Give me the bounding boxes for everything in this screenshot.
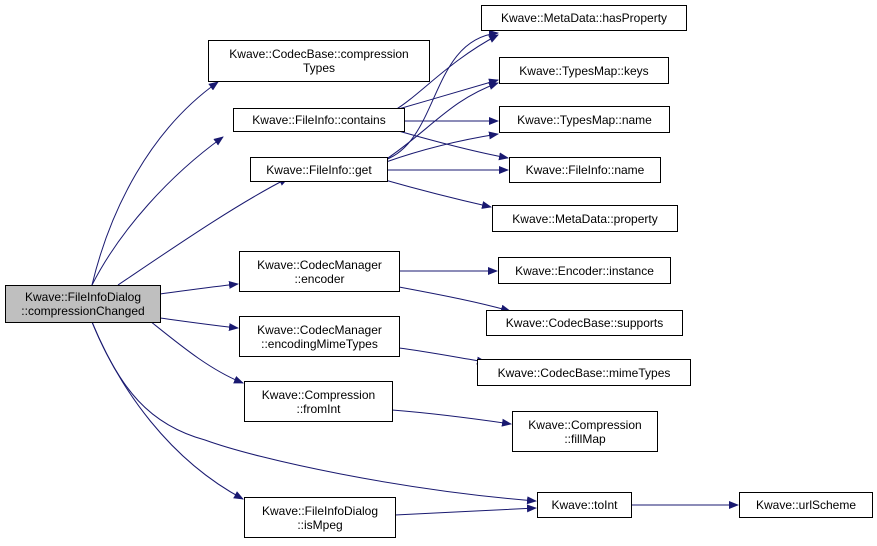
edge-root-isMpeg (91, 321, 244, 500)
node-label: Kwave::MetaData::hasProperty (500, 11, 668, 25)
node-label: Kwave::TypesMap::keys (519, 63, 649, 78)
node-label-line1: Kwave::FileInfoDialog (261, 503, 379, 518)
node-label-line2: ::encodingMimeTypes (261, 336, 378, 351)
node-label: Kwave::CodecBase::mimeTypes (497, 365, 671, 380)
node-compression-fillmap[interactable]: Kwave::Compression ::fillMap (512, 411, 658, 452)
edge-get-hasProperty (384, 29, 499, 161)
node-label: Kwave::urlScheme (755, 498, 857, 512)
node-label: Kwave::FileInfo::contains (252, 113, 386, 127)
edge-root-get (117, 177, 289, 286)
node-label-line2: ::fromInt (296, 401, 341, 416)
node-label-line1: Kwave::FileInfoDialog (24, 290, 142, 304)
node-metadata-property[interactable]: Kwave::MetaData::property (492, 205, 678, 232)
node-encoder-instance[interactable]: Kwave::Encoder::instance (498, 257, 671, 284)
node-label: Kwave::FileInfo::name (525, 163, 645, 177)
node-codecbase-mimetypes[interactable]: Kwave::CodecBase::mimeTypes (477, 359, 691, 386)
edge-root-encodingMime (159, 317, 239, 332)
node-label: Kwave::Encoder::instance (515, 263, 654, 278)
edge-root-contains (91, 136, 224, 286)
node-label: Kwave::CodecBase::supports (505, 316, 664, 330)
edge-contains-hasProperty (394, 34, 499, 111)
node-compression-fromint[interactable]: Kwave::Compression ::fromInt (244, 381, 393, 422)
edge-root-compressionTypes (91, 81, 219, 286)
node-fileinfodialog-ismpeg[interactable]: Kwave::FileInfoDialog ::isMpeg (244, 497, 396, 538)
node-label: Kwave::TypesMap::name (517, 112, 652, 127)
edge-contains-keys (394, 78, 499, 111)
node-typesmap-name[interactable]: Kwave::TypesMap::name (499, 106, 670, 133)
node-label: Kwave::toInt (551, 498, 618, 512)
node-codecmanager-encodingmimetypes[interactable]: Kwave::CodecManager ::encodingMimeTypes (239, 316, 400, 357)
node-codecbase-supports[interactable]: Kwave::CodecBase::supports (486, 310, 683, 336)
node-label-line1: Kwave::Compression (528, 417, 642, 432)
node-metadata-hasproperty[interactable]: Kwave::MetaData::hasProperty (481, 5, 687, 31)
node-label-line2: ::encoder (294, 271, 345, 286)
node-label-line1: Kwave::CodecManager (257, 257, 382, 272)
edge-get-property (384, 179, 492, 209)
node-label-line2: ::compressionChanged (21, 304, 145, 318)
node-label-line2: Types (302, 61, 335, 75)
edge-encodingMime-mimeTypes (398, 347, 487, 365)
edge-isMpeg-toInt (394, 504, 537, 516)
node-label-line1: Kwave::CodecManager (257, 322, 382, 337)
node-toint[interactable]: Kwave::toInt (537, 492, 632, 518)
node-urlscheme[interactable]: Kwave::urlScheme (739, 492, 873, 518)
edge-fromInt-fillMap (391, 409, 512, 427)
node-codecmanager-encoder[interactable]: Kwave::CodecManager ::encoder (239, 251, 400, 292)
node-label-line2: ::isMpeg (297, 517, 343, 532)
node-label-line1: Kwave::Compression (261, 387, 376, 402)
node-root-compressionChanged[interactable]: Kwave::FileInfoDialog ::compressionChang… (5, 285, 161, 323)
node-label-line1: Kwave::CodecBase::compression (229, 47, 409, 61)
node-codecbase-compressiontypes[interactable]: Kwave::CodecBase::compression Types (208, 40, 430, 82)
node-fileinfo-contains[interactable]: Kwave::FileInfo::contains (233, 108, 405, 132)
node-typesmap-keys[interactable]: Kwave::TypesMap::keys (499, 57, 669, 84)
edge-encoder-supports (398, 286, 511, 313)
edge-get-tmName (385, 131, 499, 163)
edge-root-toInt (91, 321, 537, 505)
node-label: Kwave::FileInfo::get (266, 162, 372, 177)
edge-contains-fiName (394, 129, 509, 161)
edge-root-encoder (159, 280, 239, 295)
edge-get-keys (384, 82, 499, 161)
node-fileinfo-name[interactable]: Kwave::FileInfo::name (509, 157, 661, 183)
node-label-line2: ::fillMap (564, 431, 606, 446)
node-label: Kwave::MetaData::property (512, 211, 658, 226)
edge-root-fromInt (149, 320, 244, 384)
node-fileinfo-get[interactable]: Kwave::FileInfo::get (250, 157, 388, 182)
